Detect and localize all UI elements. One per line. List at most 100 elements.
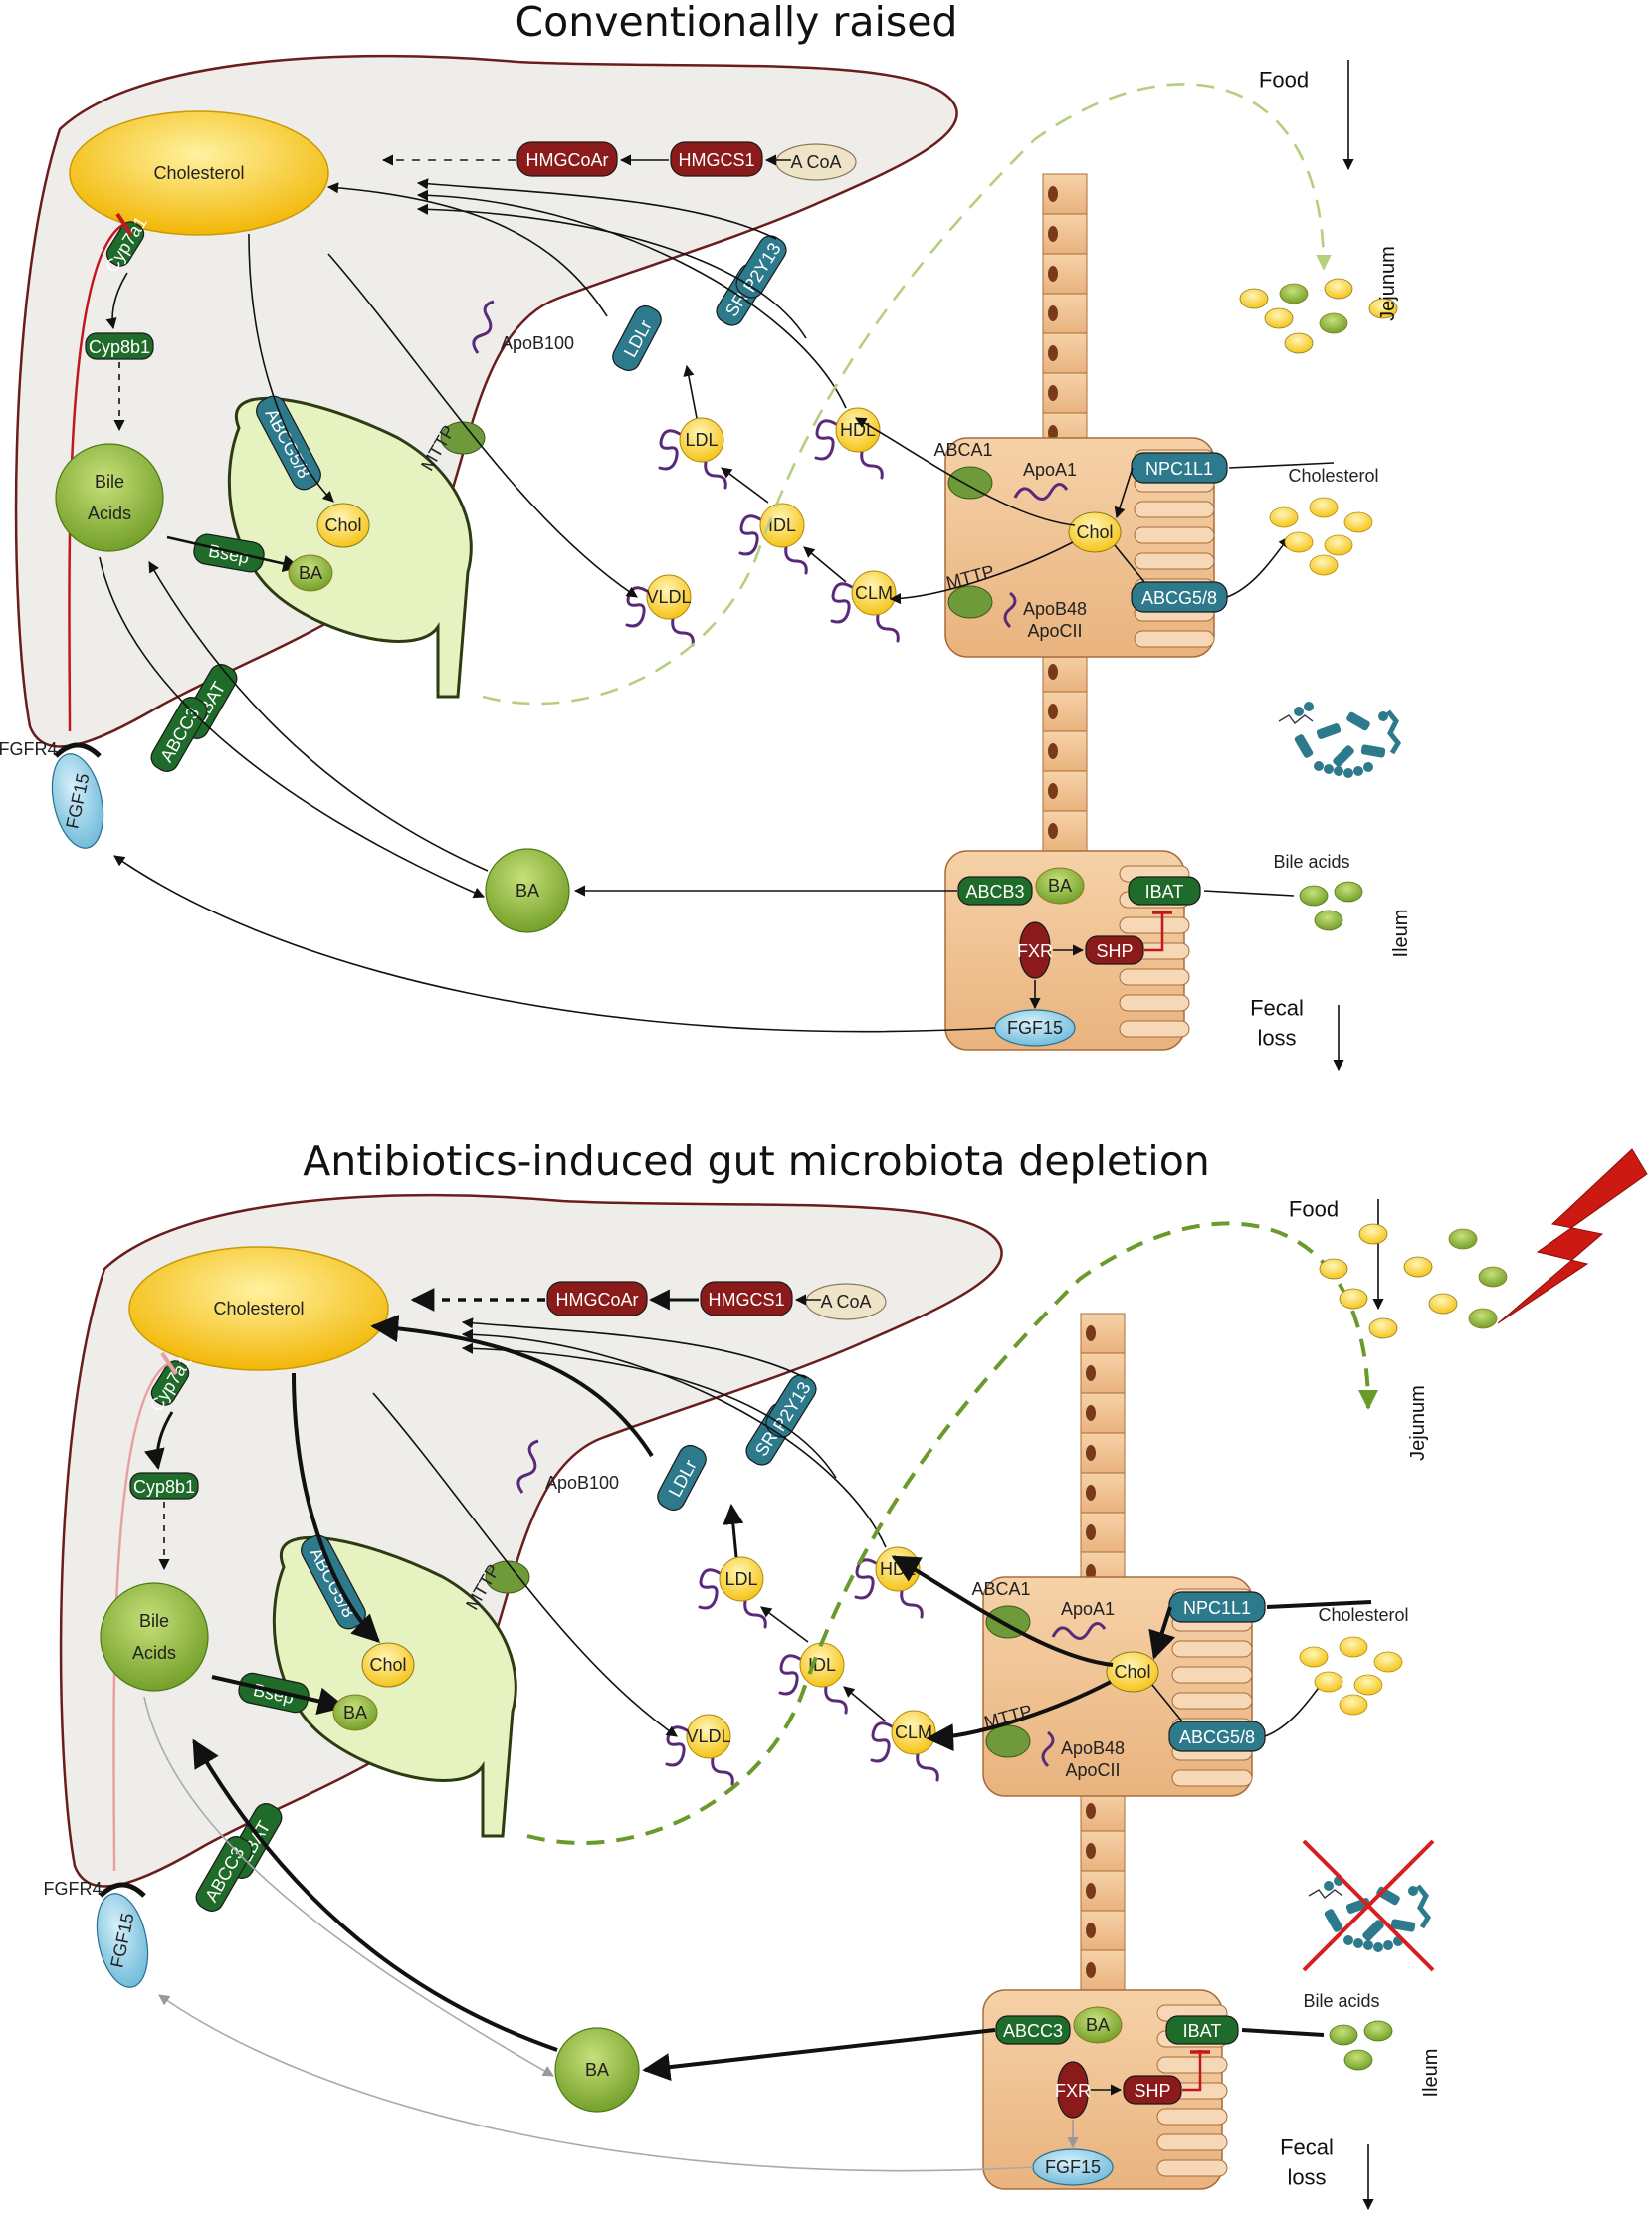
arrow-cyp7a1-cyp8b1 xyxy=(144,1411,174,1471)
abcg5-8-gut-transporter: ABCG5/8 xyxy=(1168,1721,1266,1752)
abca1-shape xyxy=(947,466,993,500)
food-particle xyxy=(1324,278,1353,300)
shp-protein: SHP xyxy=(1085,935,1144,965)
ldlr-receptor: LDLr xyxy=(657,1444,707,1512)
vldl-particle-label: VLDL xyxy=(686,1726,730,1746)
npc1l1-transporter-shape xyxy=(1131,452,1228,484)
ba-circulating xyxy=(485,848,570,933)
arrow-bile-abcc3-ba xyxy=(99,556,486,899)
arrow-ileum-ba xyxy=(642,2028,996,2082)
cyp8b1-enzyme-shape xyxy=(129,1472,199,1500)
apob100-squiggle xyxy=(472,300,495,354)
bacterium-flagella xyxy=(1308,1889,1343,1899)
cyp8b1-enzyme-label: Cyp8b1 xyxy=(133,1477,195,1497)
arrow-srb1-chol xyxy=(461,1342,837,1479)
cell-nucleus xyxy=(1086,1445,1096,1461)
cholesterol-lumen-particle xyxy=(1309,554,1339,576)
apoa1-label: ApoA1 xyxy=(1023,460,1077,480)
cell-nucleus xyxy=(1048,226,1058,242)
cell-nucleus xyxy=(1086,1843,1096,1859)
bile-acids-line1: Bile xyxy=(95,472,124,492)
arrow-bile-bsep xyxy=(211,1675,346,1716)
apoa1-squiggle xyxy=(1051,1622,1107,1640)
fgf15-liver xyxy=(51,753,104,849)
bacterium-rod xyxy=(1294,734,1314,758)
fxr-receptor-label: FXR xyxy=(1055,2081,1091,2101)
vldl-particle-apo-squiggle xyxy=(625,586,649,628)
cholesterol-lumen-particle xyxy=(1309,497,1339,518)
bacterium-coccus xyxy=(1383,1940,1393,1950)
cell-nucleus xyxy=(1048,823,1058,839)
arrow-hdl-chol xyxy=(416,189,847,409)
apob48-label: ApoB48 xyxy=(1023,599,1087,619)
arrow-clm-idl xyxy=(803,546,847,583)
ba-enterocyte-shape xyxy=(1035,867,1085,905)
hmgcoar-enzyme: HMGCoAr xyxy=(546,1281,648,1316)
shp-protein: SHP xyxy=(1123,2075,1182,2105)
panel-title: Antibiotics-induced gut microbiota deple… xyxy=(303,1137,1210,1185)
chol-enterocyte-shape xyxy=(1068,511,1122,553)
idl-particle-label: IDL xyxy=(768,515,796,535)
acoa-label: A CoA xyxy=(790,152,841,172)
microvillus-ileum xyxy=(1119,994,1190,1012)
arrow-fgf15-liver xyxy=(113,855,996,1033)
ba-circulating-label: BA xyxy=(585,2060,609,2080)
abcg5-8-gut-transporter-label: ABCG5/8 xyxy=(1141,588,1217,608)
hmgcoar-enzyme-label: HMGCoAr xyxy=(555,1290,638,1310)
bacterium-coccus xyxy=(1353,1938,1363,1948)
mttp-liver-shape xyxy=(485,1560,530,1594)
p2y13-receptor-shape xyxy=(735,235,787,299)
ba-gallbladder: BA xyxy=(332,1694,378,1731)
bacterium-flagella xyxy=(1278,714,1314,724)
cholesterol-lumen-particle xyxy=(1343,511,1373,533)
microvillus-jejunum xyxy=(1171,1666,1253,1684)
hmgcs1-enzyme-label: HMGCS1 xyxy=(678,150,754,170)
fxr-receptor-label: FXR xyxy=(1017,941,1053,961)
microbiota-icon xyxy=(1278,702,1402,778)
arrow-npc1l1-chol xyxy=(1148,1606,1176,1660)
clm-particle-apo-squiggle xyxy=(830,582,854,624)
hmgcs1-enzyme-label: HMGCS1 xyxy=(708,1290,784,1310)
ba-gallbladder-shape xyxy=(288,554,333,592)
bile-acids-lumen-label: Bile acids xyxy=(1273,852,1349,872)
vldl-particle: VLDL xyxy=(665,1714,734,1786)
apob48-squiggle xyxy=(1003,591,1017,629)
jejunum-label: Jejunum xyxy=(1377,246,1399,321)
ba-gallbladder-label: BA xyxy=(343,1703,367,1722)
cell-nucleus xyxy=(1048,664,1058,680)
abcg5-8-gut-transporter: ABCG5/8 xyxy=(1131,581,1228,613)
bacterium-coccus xyxy=(1353,766,1363,776)
shp-ibat-inhibition xyxy=(1144,911,1164,952)
clm-particle-label: CLM xyxy=(895,1722,932,1742)
cyp8b1-enzyme-label: Cyp8b1 xyxy=(89,337,150,357)
cell-nucleus xyxy=(1086,1524,1096,1540)
npc1l1-transporter-label: NPC1L1 xyxy=(1183,1598,1251,1618)
ldl-particle-label: LDL xyxy=(724,1569,757,1589)
bacterium-rod xyxy=(1316,723,1342,739)
hdl-particle-label: HDL xyxy=(840,420,876,440)
clm-particle: CLM xyxy=(830,570,900,643)
villus-cell-top xyxy=(1080,1472,1126,1514)
microvillus-jejunum xyxy=(1134,526,1215,544)
cholesterol-lumen-particle xyxy=(1353,1674,1383,1696)
idl-particle-apo-squiggle xyxy=(738,514,762,556)
microvillus-ileum xyxy=(1119,968,1190,986)
food-particle xyxy=(1403,1256,1433,1278)
dashed-bile-flow xyxy=(526,1221,1378,1845)
bile-acid-lumen-particle xyxy=(1363,2020,1393,2042)
bacterium-coccus xyxy=(1304,702,1314,711)
apob100-label: ApoB100 xyxy=(501,333,574,353)
cell-nucleus xyxy=(1086,1923,1096,1938)
cholesterol-liver-label: Cholesterol xyxy=(213,1299,304,1318)
food-particle xyxy=(1358,1223,1388,1245)
shp-protein-shape xyxy=(1123,2075,1182,2105)
arrow-chol-abcg58 xyxy=(292,1372,381,1643)
line-lumen-ibat xyxy=(1241,2028,1325,2037)
ba-enterocyte-label: BA xyxy=(1048,876,1072,896)
npc1l1-transporter: NPC1L1 xyxy=(1168,1591,1266,1623)
fecal-label-1: Fecal xyxy=(1250,996,1304,1021)
food-particle xyxy=(1279,283,1309,304)
food-particle xyxy=(1468,1308,1498,1329)
food-particle xyxy=(1368,298,1398,319)
